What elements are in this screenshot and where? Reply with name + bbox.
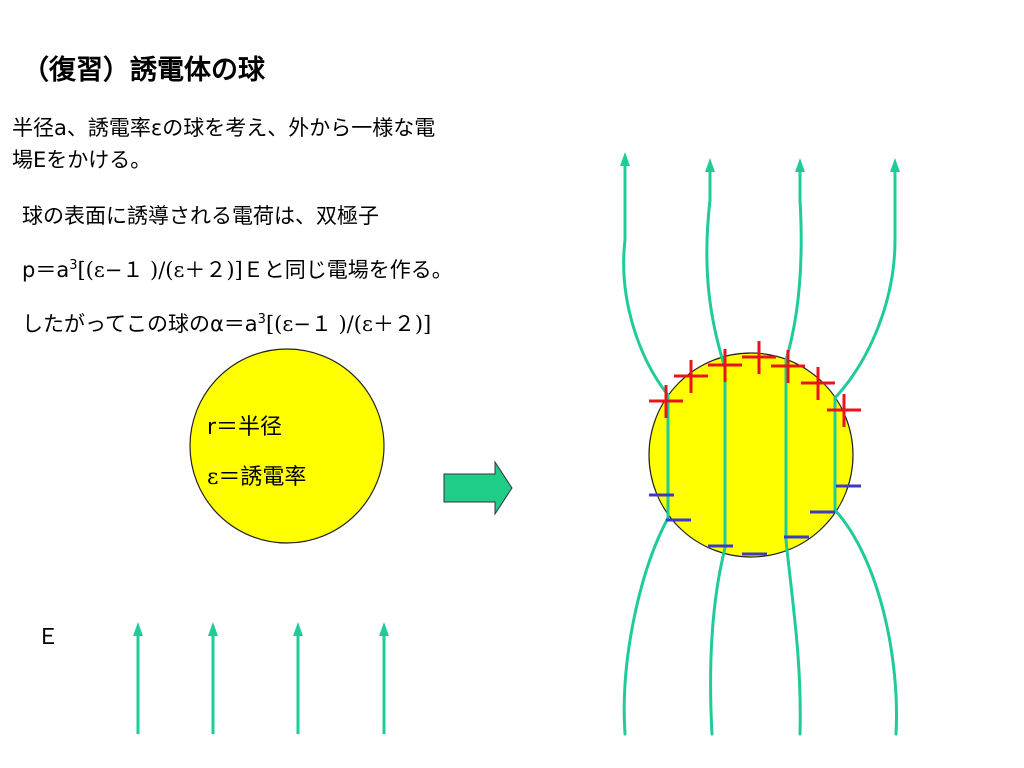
field-arrowhead: [890, 158, 900, 172]
statement-line-1: 球の表面に誘導される電荷は、双極子: [22, 204, 379, 228]
positive-charge: [827, 394, 861, 427]
field-arrowhead: [208, 622, 218, 636]
negative-charges: [649, 484, 861, 556]
field-line-outer-left: [622, 158, 670, 736]
cube-exponent-2: 3: [257, 312, 266, 327]
field-arrowhead: [795, 158, 805, 172]
dipole-prefix: p＝a: [22, 258, 70, 282]
intro-text: 半径a、誘電率εの球を考え、外から一様な電 場Eをかける。: [12, 112, 435, 176]
dipole-formula: [(ε−１ )/(ε＋２)]: [77, 258, 243, 282]
positive-charge: [801, 367, 835, 400]
positive-charge: [649, 385, 683, 418]
field-arrowhead: [379, 622, 389, 636]
polarizability-prefix: したがってこの球のα＝a: [22, 312, 258, 336]
dipole-suffix: Ｅと同じ電場を作る。: [242, 258, 453, 282]
field-label: Ｅ: [37, 625, 60, 650]
field-line-inner-right: [784, 164, 803, 736]
dielectric-sphere: [189, 348, 385, 544]
positive-charges: [649, 341, 861, 427]
slide-title: （復習）誘電体の球: [22, 55, 265, 86]
polarized-sphere: [648, 352, 854, 558]
statement-line-3: したがってこの球のα＝a3[(ε−１ )/(ε＋２)]: [22, 308, 431, 338]
positive-charge: [674, 360, 708, 393]
intro-line-1: 半径a、誘電率εの球を考え、外から一様な電: [12, 116, 436, 140]
field-arrowhead: [620, 152, 630, 166]
field-arrowhead: [705, 158, 715, 172]
transition-arrow: [443, 460, 513, 516]
radius-label: r＝半径: [207, 415, 283, 440]
field-arrowhead: [133, 622, 143, 636]
polarizability-formula: [(ε−１ )/(ε＋２)]: [265, 312, 432, 336]
permittivity-label: ε＝誘電率: [207, 465, 307, 490]
positive-charge: [708, 349, 742, 382]
field-arrowhead: [293, 622, 303, 636]
cube-exponent: 3: [69, 258, 78, 273]
field-line-outer-right: [833, 164, 898, 736]
positive-charge: [742, 341, 776, 374]
statement-line-2: p＝a3[(ε−１ )/(ε＋２)]Ｅと同じ電場を作る。: [22, 254, 453, 284]
intro-line-2: 場Eをかける。: [12, 148, 152, 172]
uniform-field-lines: [133, 622, 389, 734]
positive-charge: [771, 350, 805, 383]
